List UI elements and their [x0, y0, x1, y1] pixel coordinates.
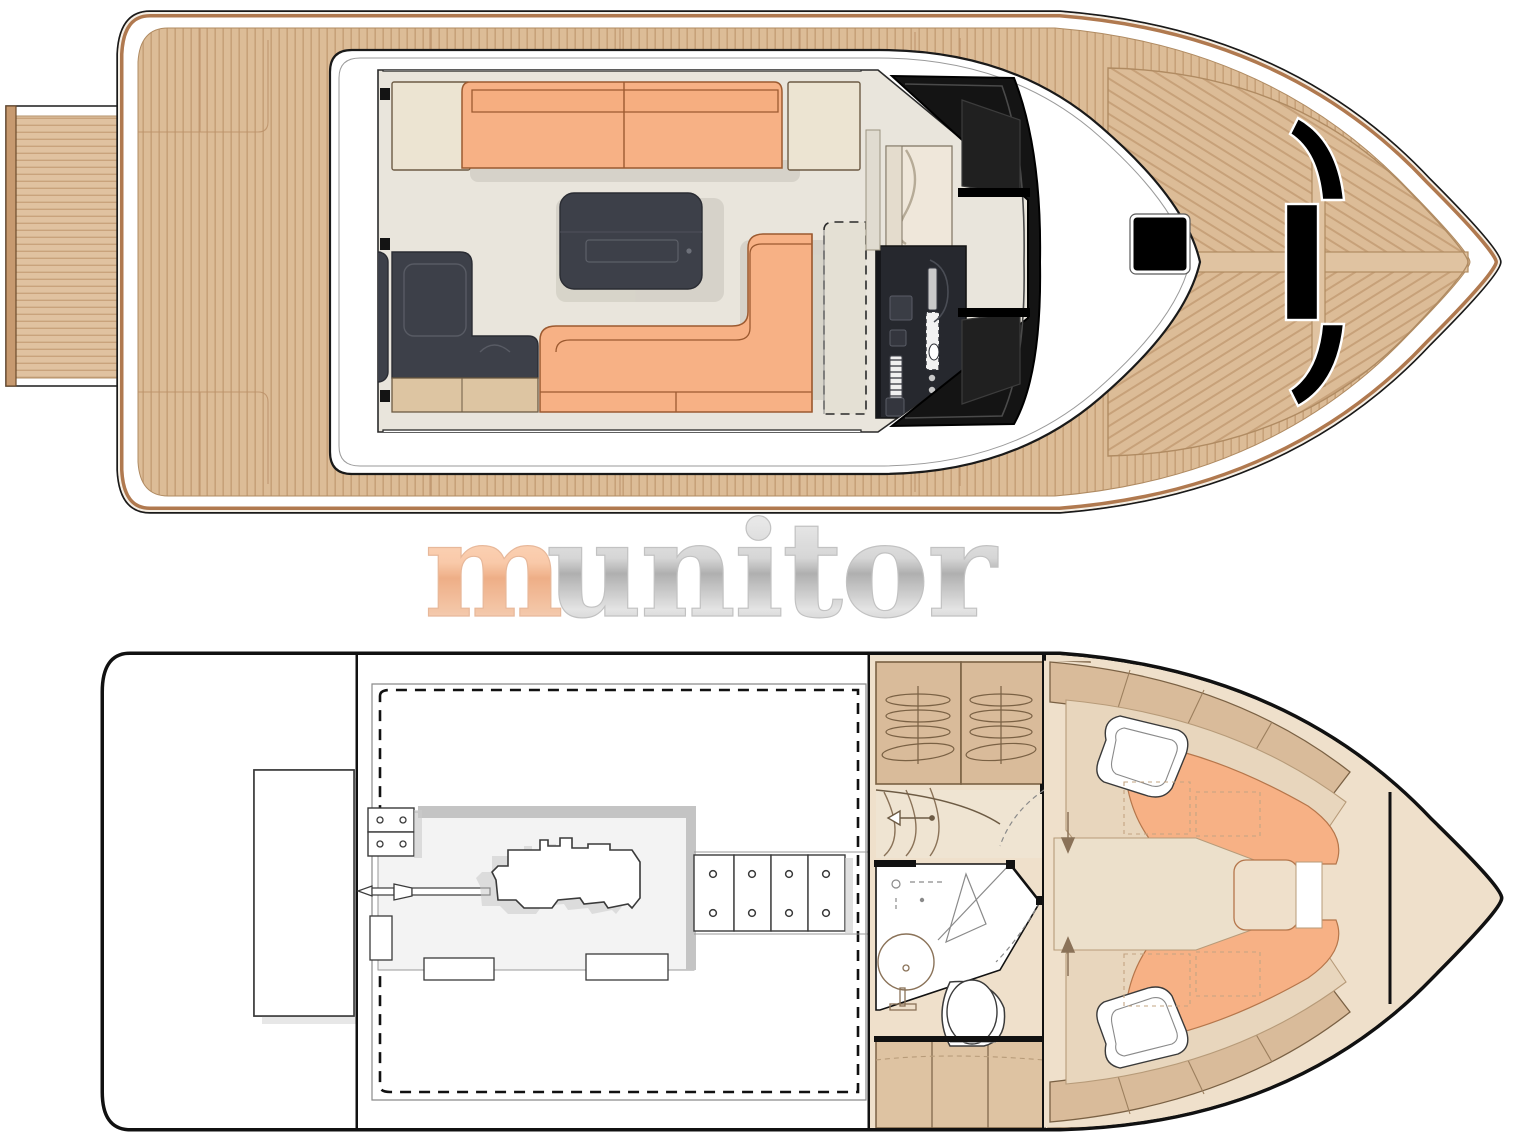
- toilet: [941, 979, 1006, 1047]
- engine-room: [356, 655, 878, 1128]
- hangers: [965, 686, 1037, 764]
- nightstand: [1233, 859, 1299, 931]
- engine-mounts: [367, 807, 422, 858]
- helm-seat: [885, 145, 953, 249]
- door-heads: [995, 860, 1045, 963]
- direction-arrows: [1060, 812, 1076, 976]
- shaft-coupling: [393, 883, 413, 901]
- windscreen: [889, 74, 1042, 428]
- service-box-b: [585, 953, 669, 981]
- propeller-shaft: [356, 883, 491, 901]
- saloon-interior: [377, 69, 1042, 433]
- direction-arrow-aft: [886, 809, 935, 827]
- hull-window-port: [1288, 116, 1346, 202]
- foredeck-hatch: [1130, 214, 1190, 274]
- dining-table: [559, 192, 703, 290]
- main-engine: [476, 837, 641, 914]
- galley-tap: [479, 344, 511, 353]
- companionway-stairs: [875, 787, 1044, 858]
- lower-lockers: [875, 1039, 1045, 1128]
- owner-cabin: [1044, 660, 1470, 1128]
- saloon-door-track-aft: [382, 70, 862, 432]
- under-berth-storage: [1123, 781, 1261, 1007]
- shower-fittings: [891, 879, 946, 912]
- cabin-lining: [865, 129, 881, 251]
- hangers: [881, 686, 955, 764]
- hull-window-mid: [1284, 202, 1320, 322]
- galley-sink: [403, 263, 467, 337]
- accommodation: [870, 655, 1500, 1128]
- control-knob: [889, 329, 907, 347]
- water-tank: [369, 915, 393, 961]
- throttle-lever: [927, 267, 938, 311]
- mfd-display: [889, 295, 913, 321]
- wardrobe-1: [875, 661, 962, 785]
- service-box-a: [423, 957, 495, 981]
- hull-window-stbd: [1288, 322, 1346, 408]
- galley-counter: [378, 251, 539, 413]
- watermark-munitor: m unitor: [423, 492, 1000, 648]
- helm-console: [875, 245, 967, 419]
- companionway-steps: [823, 221, 867, 415]
- battery-bank: [693, 851, 878, 935]
- door-stops: [380, 88, 390, 402]
- door-cabin-swing: [999, 789, 1045, 847]
- aft-settee: [461, 81, 783, 169]
- main-deck-plan-view: [5, 10, 1502, 514]
- watermark-first-letter: m: [424, 493, 562, 648]
- l-shaped-settee: [539, 233, 813, 413]
- throttle-track: [925, 311, 940, 371]
- washbasin: [877, 933, 935, 1011]
- watermark-rest: unitor: [546, 493, 998, 648]
- heads-compartment: [874, 860, 1045, 1047]
- settee-backrest: [471, 89, 779, 113]
- cabinet-aft-stbd: [787, 81, 861, 171]
- steering-wheel-arc: [929, 259, 949, 323]
- bow-details: [1129, 116, 1346, 408]
- cabinet-aft-port: [391, 81, 471, 171]
- wardrobe-2: [960, 661, 1045, 785]
- pillow-port: [1096, 715, 1189, 798]
- engine-hatch-outline: [378, 688, 860, 1094]
- lazarette: [104, 655, 362, 1128]
- rail-highlight: [118, 12, 1500, 512]
- settee-back-line: [555, 243, 812, 353]
- galley-toe-kick: [391, 377, 539, 413]
- lower-deck-plan-view: [100, 651, 1504, 1132]
- pillow-stbd: [1096, 986, 1189, 1069]
